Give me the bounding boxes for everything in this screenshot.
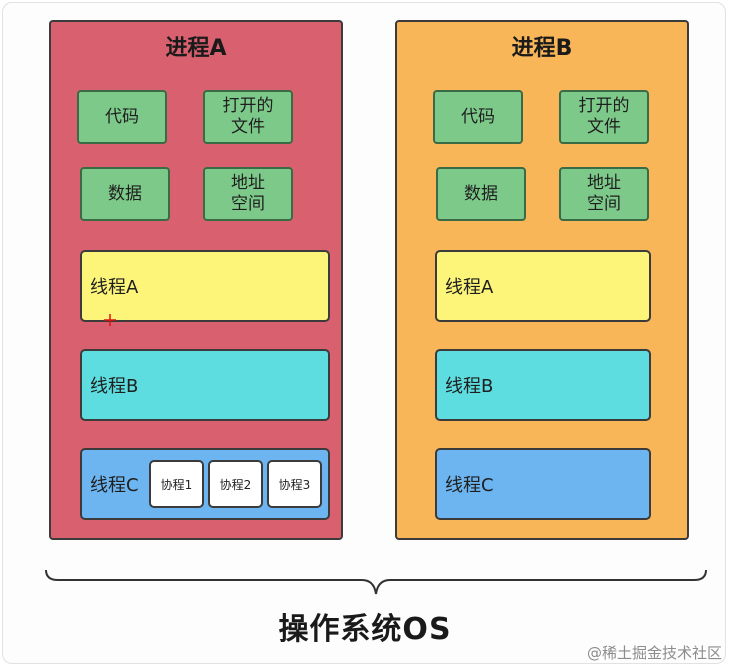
curly-brace-icon: [45, 569, 707, 595]
thread-label: 线程B: [445, 376, 494, 397]
thread-label: 线程A: [445, 277, 494, 298]
process-a-open-files: 打开的 文件: [203, 90, 293, 144]
process-b-data: 数据: [436, 167, 526, 221]
process-b-thread-a: 线程A: [435, 250, 651, 322]
process-b-address-space: 地址 空间: [559, 167, 649, 221]
process-b-thread-c: 线程C: [435, 448, 651, 520]
process-a-box: 进程A 代码 打开的 文件 数据 地址 空间 线程A 线程B 线程C 协程1 协…: [49, 20, 343, 540]
process-a-address-space: 地址 空间: [203, 167, 293, 221]
thread-label: 线程A: [90, 277, 139, 298]
coroutine-1: 协程1: [149, 460, 204, 508]
thread-label: 线程B: [90, 376, 139, 397]
process-b-code: 代码: [433, 90, 523, 144]
process-b-title: 进程B: [511, 36, 573, 61]
process-a-code: 代码: [77, 90, 167, 144]
coroutine-3: 协程3: [267, 460, 322, 508]
process-b-box: 进程B 代码 打开的 文件 数据 地址 空间 线程A 线程B 线程C: [395, 20, 689, 540]
crosshair-cursor-icon: [104, 314, 116, 326]
thread-label: 线程C: [90, 475, 139, 496]
process-a-thread-a: 线程A: [80, 250, 330, 322]
process-a-data: 数据: [80, 167, 170, 221]
process-b-open-files: 打开的 文件: [559, 90, 649, 144]
watermark: @稀土掘金技术社区: [586, 644, 722, 662]
thread-label: 线程C: [445, 475, 494, 496]
process-b-thread-b: 线程B: [435, 349, 651, 421]
process-a-title: 进程A: [165, 36, 227, 61]
process-a-thread-b: 线程B: [80, 349, 330, 421]
process-a-thread-c: 线程C 协程1 协程2 协程3: [80, 448, 330, 520]
coroutine-2: 协程2: [208, 460, 263, 508]
operating-system-label: 操作系统OS: [278, 612, 452, 647]
